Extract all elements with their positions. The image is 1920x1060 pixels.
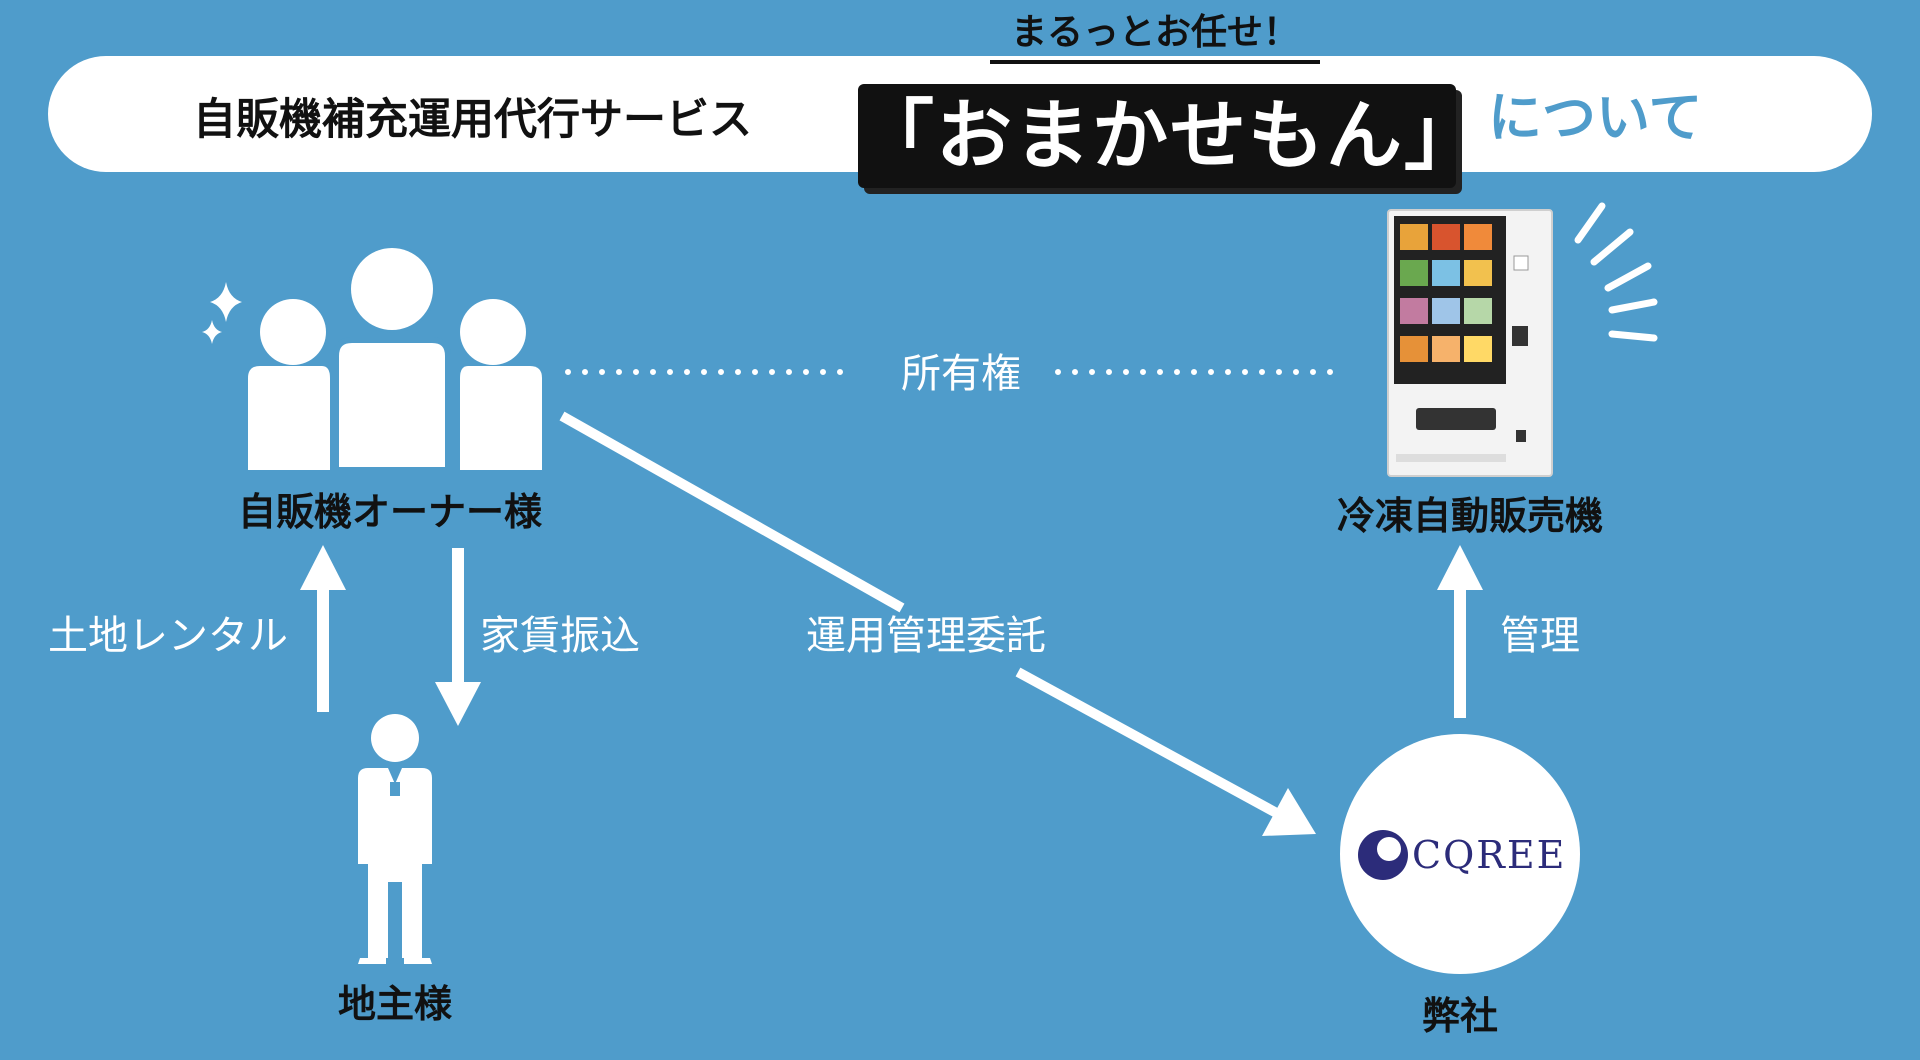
company-label: 弊社 [1421, 994, 1498, 1038]
land-rental-label: 土地レンタル [48, 613, 288, 659]
sparkle-icon [202, 320, 222, 344]
attention-lines-icon [1574, 202, 1658, 342]
delegation-label: 運用管理委託 [806, 613, 1046, 659]
rent-transfer-label: 家賃振込 [480, 613, 640, 659]
management-arrowhead [1437, 545, 1483, 590]
owner-label: 自販機オーナー様 [237, 490, 542, 534]
delegation-arrowhead [1262, 788, 1316, 836]
delegation-arrow-lower [1015, 667, 1285, 821]
rent-transfer-arrowhead [435, 682, 481, 726]
header-catchphrase: まるっとお任せ！ [1010, 12, 1299, 53]
vending-machine-label: 冷凍自動販売機 [1336, 494, 1603, 538]
header-subtitle: 自販機補充運用代行サービス [193, 95, 752, 145]
header-about: について [1488, 86, 1703, 149]
catchphrase-underline [990, 60, 1320, 64]
group-icon [202, 245, 542, 470]
ownership-label: 所有権 [901, 351, 1021, 397]
land-rental-arrowhead [300, 545, 346, 590]
sparkle-icon [210, 282, 242, 322]
service-name-box [858, 84, 1456, 188]
management-label: 管理 [1500, 613, 1580, 659]
company-logo-text: CQREE [1412, 833, 1567, 877]
vending-machine-icon [1387, 209, 1553, 477]
landowner-label: 地主様 [337, 982, 452, 1026]
delegation-arrow-upper [559, 411, 905, 613]
person-suit-icon [358, 714, 432, 964]
cqree-logo-icon [1358, 830, 1408, 880]
service-name: 「おまかせもん」 [858, 91, 1482, 180]
